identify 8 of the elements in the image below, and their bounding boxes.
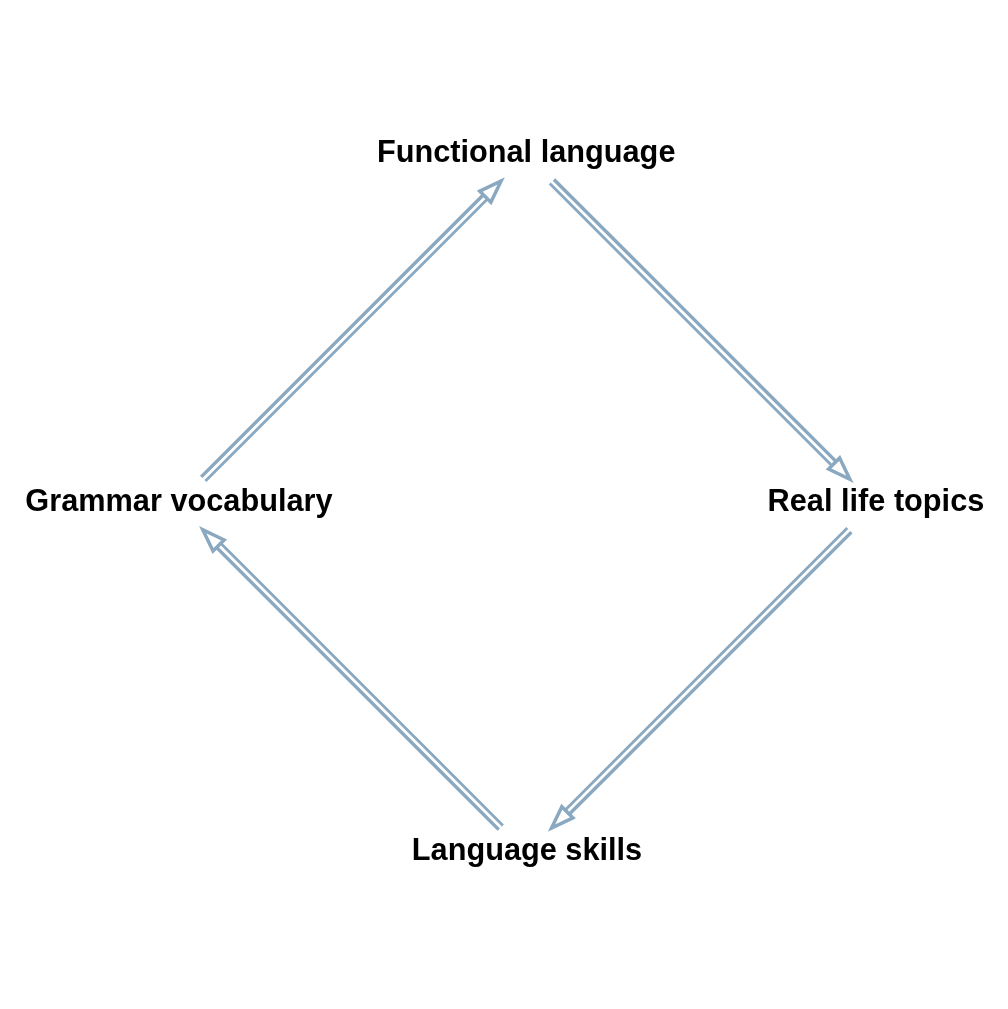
node-text: Functional language (376, 134, 676, 170)
node-text: Language skills (411, 831, 643, 867)
arrow (548, 178, 854, 483)
arrow (200, 177, 505, 483)
node-text: Grammar vocabulary (25, 482, 333, 518)
arrow (199, 526, 504, 831)
node-text: Real life topics (767, 482, 985, 518)
arrow (547, 526, 853, 832)
